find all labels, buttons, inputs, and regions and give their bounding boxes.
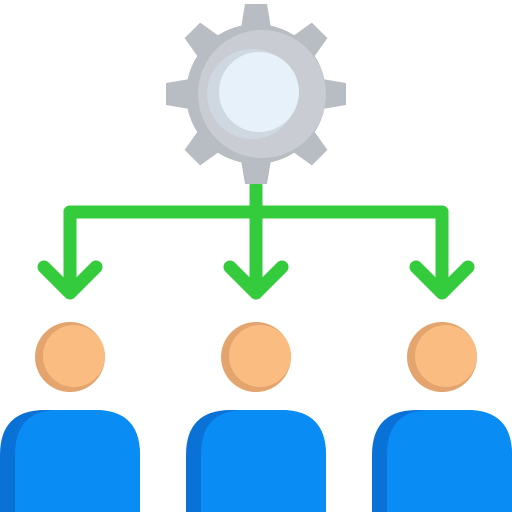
user-body xyxy=(201,410,326,512)
gear-tooth xyxy=(166,79,190,109)
gear-tooth xyxy=(184,130,220,166)
gear-tooth xyxy=(322,79,346,109)
user-head xyxy=(43,325,105,387)
gear-hub xyxy=(219,52,299,132)
user-head xyxy=(415,325,477,387)
arrow-down-icon xyxy=(37,260,103,300)
gear-tooth xyxy=(292,130,328,166)
people-group xyxy=(0,322,512,512)
user-head xyxy=(229,325,291,387)
arrow-heads xyxy=(37,260,475,300)
gear-tooth xyxy=(241,4,271,28)
gear-tooth xyxy=(184,22,220,58)
user-icon xyxy=(0,322,140,512)
user-body xyxy=(387,410,512,512)
arrow-down-icon xyxy=(409,260,475,300)
gear-icon xyxy=(166,4,346,184)
user-icon xyxy=(186,322,326,512)
arrow-down-icon xyxy=(223,260,289,300)
gear-tooth xyxy=(241,160,271,184)
gear-tooth xyxy=(292,22,328,58)
user-icon xyxy=(372,322,512,512)
connector-lines xyxy=(63,179,449,297)
user-body xyxy=(15,410,140,512)
